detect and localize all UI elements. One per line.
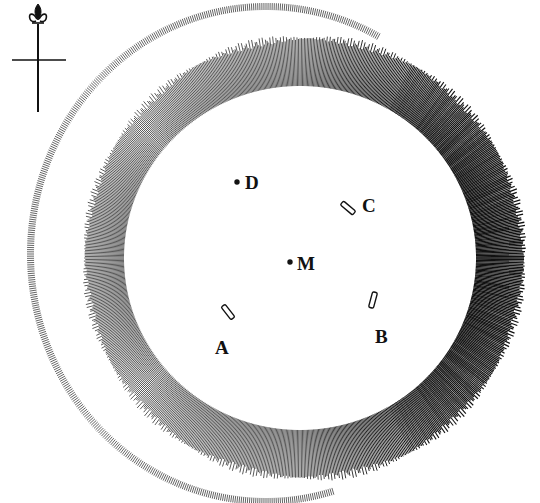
stone-letter: D bbox=[245, 173, 259, 192]
stone-dot bbox=[288, 260, 292, 264]
stone-letter: C bbox=[362, 196, 376, 215]
north-arrow bbox=[12, 4, 66, 112]
stone-symbol bbox=[340, 201, 355, 215]
stone-letter: A bbox=[215, 338, 229, 357]
stone-symbol bbox=[221, 304, 235, 320]
stones bbox=[221, 180, 377, 320]
circular-bank bbox=[83, 36, 526, 480]
stone-letter: M bbox=[297, 254, 315, 273]
outer-ditch bbox=[27, 3, 380, 503]
stone-letter: B bbox=[375, 327, 388, 346]
stone-symbol bbox=[369, 292, 378, 309]
stone-dot bbox=[235, 180, 239, 184]
